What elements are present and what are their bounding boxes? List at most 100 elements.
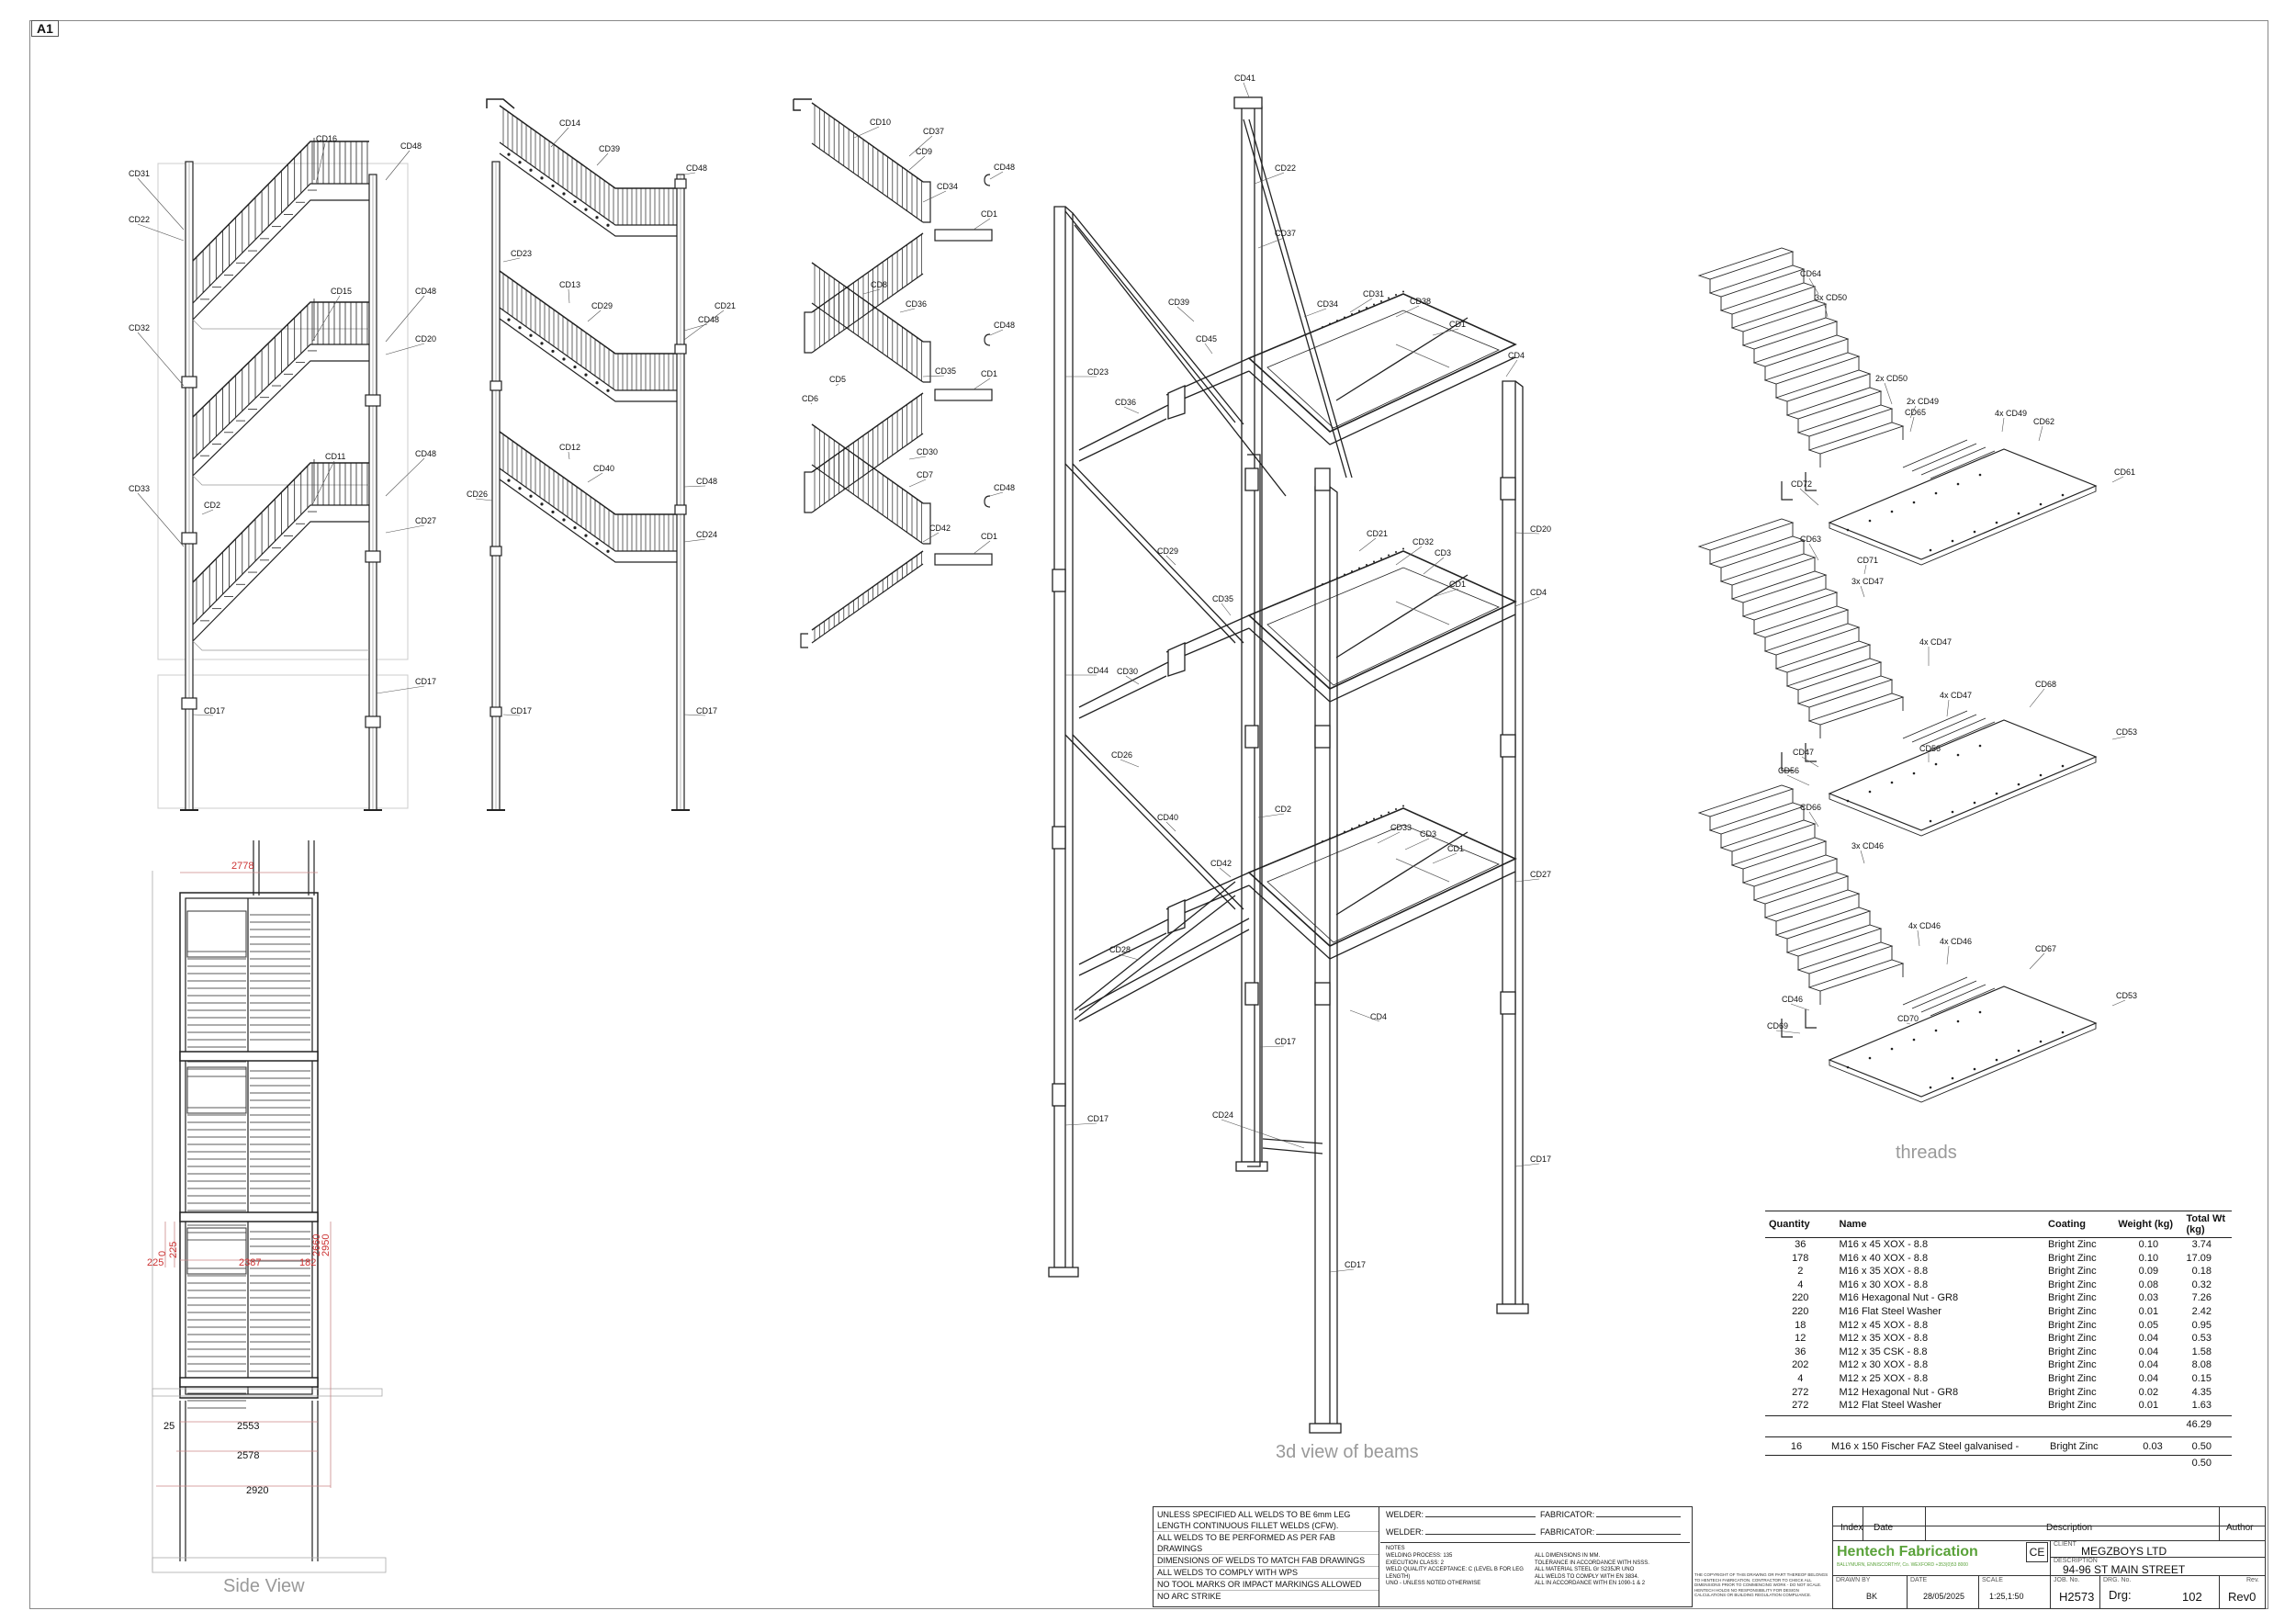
bolt-subtotal: 46.29: [2186, 1418, 2212, 1430]
threads-label: 4x CD46: [1908, 921, 1941, 930]
exploded-label: CD8: [871, 280, 887, 289]
weld-notes-box: UNLESS SPECIFIED ALL WELDS TO BE 6mm LEG…: [1153, 1506, 1693, 1607]
exploded-label: CD36: [906, 299, 927, 309]
elevation-left: [157, 137, 409, 811]
bolt-cell-total: 2.42: [2191, 1305, 2212, 1317]
bolt-cell-name: M16 Flat Steel Washer: [1839, 1305, 1941, 1317]
beams-3d-label: CD4: [1530, 588, 1547, 597]
elev-mid-label: CD48: [698, 315, 719, 324]
threads-label: 2x CD49: [1907, 397, 1939, 406]
extra-qty: 16: [1790, 1440, 1803, 1452]
beams-3d-label: CD27: [1530, 870, 1551, 879]
beams-3d-label: CD37: [1275, 229, 1296, 238]
elev-mid-label: CD29: [591, 301, 613, 310]
drg-prefix: Drg:: [2109, 1588, 2132, 1602]
beams-3d-label: CD17: [1087, 1114, 1109, 1123]
beams-3d-label: CD39: [1168, 298, 1189, 307]
bolt-cell-qty: 272: [1792, 1386, 1809, 1398]
dim-2578: 2578: [237, 1450, 259, 1461]
bolt-cell-name: M16 Hexagonal Nut - GR8: [1839, 1292, 1959, 1304]
sheet-size-tag: A1: [31, 20, 59, 37]
elev-left-label: CD48: [400, 141, 422, 151]
bolt-extra-row: 16 M16 x 150 Fischer FAZ Steel galvanise…: [1765, 1440, 2232, 1454]
bolt-cell-qty: 4: [1797, 1278, 1804, 1290]
dim-2950: 2950: [321, 1234, 332, 1256]
bolt-cell-name: M12 x 30 XOX - 8.8: [1839, 1359, 1929, 1371]
threads-label: CD56: [1919, 744, 1941, 753]
bolt-cell-total: 0.15: [2191, 1372, 2212, 1384]
elev-left-label: CD22: [129, 215, 150, 224]
bolt-cell-coating: Bright Zinc: [2048, 1278, 2097, 1290]
caption-threads: threads: [1896, 1143, 1957, 1163]
exploded-label: CD37: [923, 127, 944, 136]
bolt-cell-total: 0.53: [2191, 1333, 2212, 1345]
bolt-cell-weight: 0.02: [2138, 1386, 2159, 1398]
rev-col-description: Description: [2046, 1523, 2093, 1533]
threads-label: 4x CD49: [1995, 409, 2027, 418]
beams-3d-label: CD17: [1345, 1260, 1366, 1269]
title-block: Index Date Description Author Hentech Fa…: [1832, 1506, 2266, 1609]
bolt-cell-qty: 2: [1797, 1266, 1804, 1278]
dim-0: 0: [157, 1251, 168, 1256]
elevation-mid: [486, 98, 690, 811]
client-label: CLIENT: [2054, 1541, 2077, 1548]
job-number: H2573: [2059, 1590, 2095, 1604]
elev-mid-label: CD13: [559, 280, 580, 289]
bolt-cell-total: 0.95: [2191, 1319, 2212, 1331]
weld-note-4: ALL WELDS TO COMPLY WITH WPS: [1154, 1567, 1379, 1579]
beams-3d-label: CD40: [1157, 813, 1178, 822]
sheet-border: [29, 20, 2268, 1609]
dim-25: 25: [163, 1421, 174, 1432]
threads-label: CD46: [1782, 995, 1803, 1004]
extra-grand-total: 0.50: [2191, 1458, 2212, 1470]
beams-3d-label: CD3: [1420, 829, 1436, 839]
beams-3d-label: CD2: [1275, 805, 1291, 814]
rev-col-author: Author: [2226, 1523, 2254, 1533]
col-coating: Coating: [2044, 1211, 2115, 1238]
drg-number: 102: [2182, 1590, 2202, 1604]
rev-col-date: Date: [1874, 1523, 1894, 1533]
exploded-label: CD1: [981, 209, 997, 219]
client-name: MEGZBOYS LTD: [2081, 1545, 2167, 1558]
bolt-cell-coating: Bright Zinc: [2048, 1319, 2097, 1331]
threads-label: CD72: [1791, 479, 1812, 489]
threads-label: CD66: [1800, 803, 1821, 812]
beams-3d-label: CD41: [1234, 73, 1255, 83]
bolt-cell-weight: 0.04: [2138, 1333, 2159, 1345]
elev-left-label: CD31: [129, 169, 150, 178]
elev-left-label: CD16: [316, 134, 337, 143]
rev-col-index: Index: [1840, 1523, 1863, 1533]
note-right-5: ALL IN ACCORDANCE WITH EN 1090-1 & 2: [1535, 1581, 1646, 1586]
beams-3d-label: CD29: [1157, 546, 1178, 556]
elev-left-label: CD11: [325, 452, 345, 461]
bolt-cell-coating: Bright Zinc: [2048, 1305, 2097, 1317]
bolt-cell-total: 4.35: [2191, 1386, 2212, 1398]
bolt-cell-qty: 202: [1792, 1359, 1809, 1371]
beams-3d-label: CD17: [1530, 1155, 1551, 1164]
bolt-cell-name: M12 x 45 XOX - 8.8: [1839, 1319, 1929, 1331]
bolt-cell-name: M16 x 45 XOX - 8.8: [1839, 1239, 1929, 1250]
bolt-cell-qty: 36: [1795, 1239, 1806, 1250]
drawing-date: 28/05/2025: [1923, 1592, 1965, 1601]
bolt-cell-weight: 0.04: [2138, 1372, 2159, 1384]
elev-mid-label: CD26: [467, 490, 488, 499]
signoff-and-notes: WELDER: FABRICATOR: WELDER: FABRICATOR: …: [1380, 1507, 1690, 1606]
threads-label: CD63: [1800, 535, 1821, 544]
bolt-cell-total: 1.58: [2191, 1346, 2212, 1357]
beams-3d-label: CD28: [1109, 945, 1131, 954]
date-label: DATE: [1910, 1577, 1928, 1583]
dim-top-width: 2778: [231, 861, 253, 872]
revision: Rev0: [2228, 1590, 2257, 1604]
copyright-note: THE COPYRIGHT OF THIS DRAWING OR PART TH…: [1694, 1572, 1829, 1597]
threads-label: 4x CD46: [1940, 937, 1972, 946]
bolt-cell-coating: Bright Zinc: [2048, 1359, 2097, 1371]
threads-label: CD64: [1800, 269, 1821, 278]
welder-label-2: WELDER:: [1386, 1527, 1424, 1537]
elev-left-label: CD32: [129, 323, 150, 332]
